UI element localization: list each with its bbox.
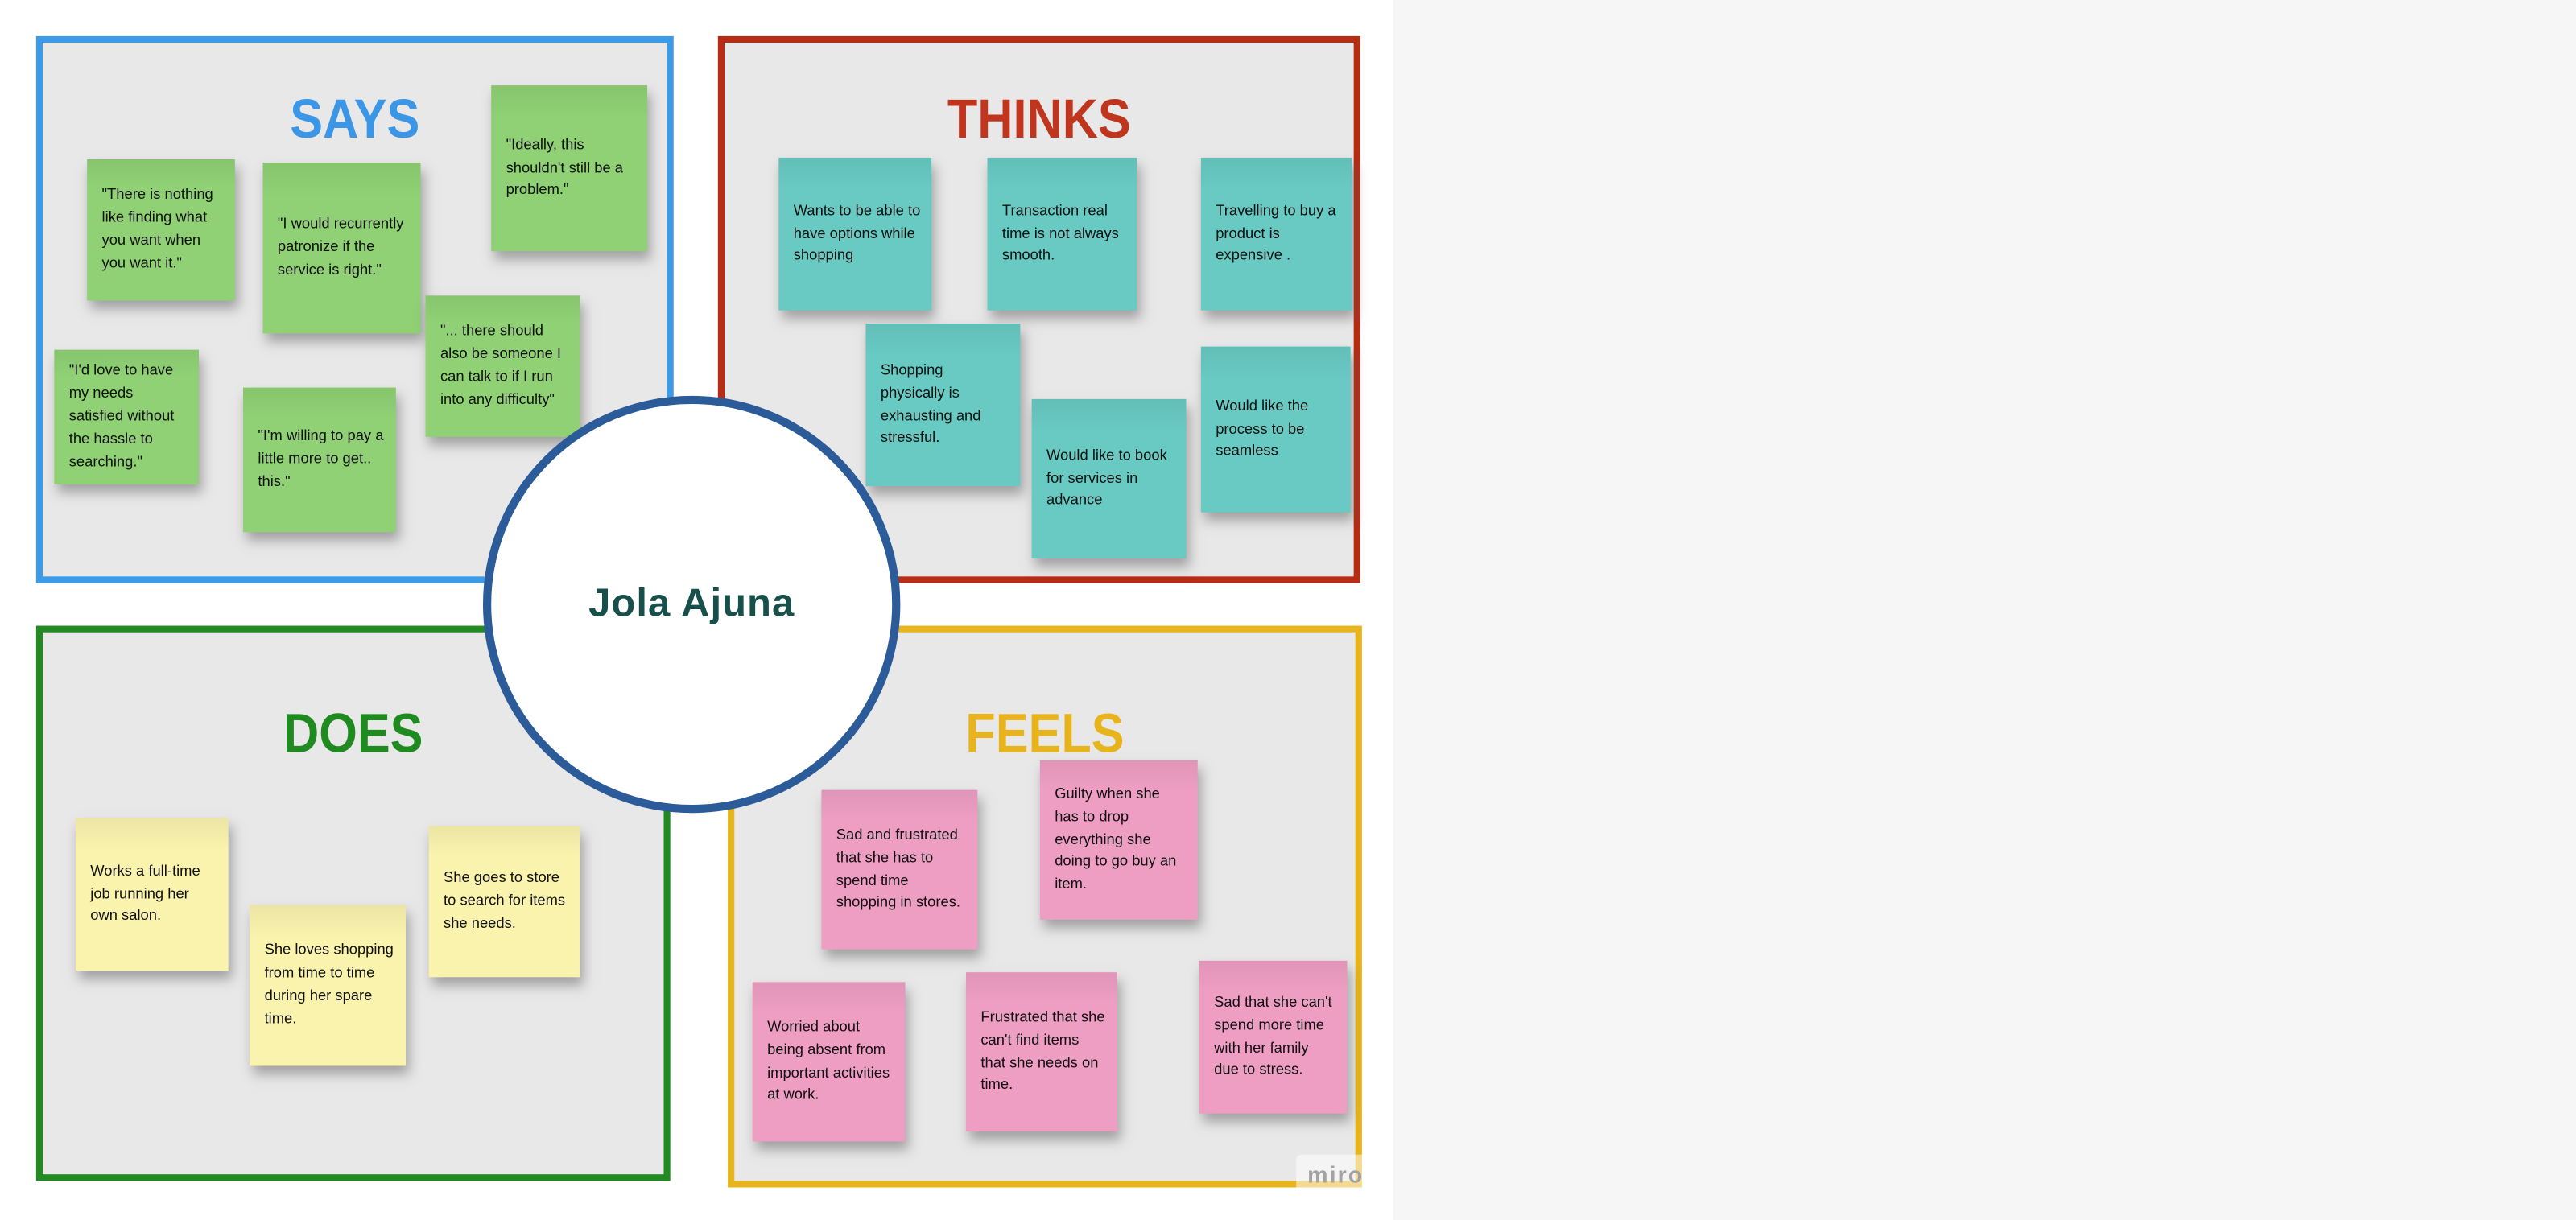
sticky-note-does-3[interactable]: She goes to store to search for items sh…: [428, 826, 580, 978]
sticky-note-says-2[interactable]: "I would recurrently patronize if the se…: [262, 163, 421, 334]
sticky-note-feels-2[interactable]: Guilty when she has to drop everything s…: [1039, 760, 1198, 920]
sticky-note-text: "I'm willing to pay a little more to get…: [258, 427, 384, 490]
sticky-note-says-6[interactable]: "I'm willing to pay a little more to get…: [243, 387, 396, 533]
sticky-note-text: "... there should also be someone I can …: [440, 322, 562, 407]
sticky-note-says-4[interactable]: "... there should also be someone I can …: [425, 295, 580, 437]
sticky-note-thinks-4[interactable]: Shopping physically is exhausting and st…: [865, 324, 1021, 487]
sticky-note-text: She goes to store to search for items sh…: [444, 868, 566, 932]
sticky-note-says-3[interactable]: "Ideally, this shouldn't still be a prob…: [491, 85, 648, 252]
sticky-note-thinks-3[interactable]: Travelling to buy a product is expensive…: [1200, 157, 1352, 311]
miro-watermark: miro: [1296, 1154, 1376, 1193]
sticky-note-text: "I would recurrently patronize if the se…: [277, 215, 404, 278]
sticky-note-text: Transaction real time is not always smoo…: [1001, 201, 1119, 264]
sticky-note-feels-1[interactable]: Sad and frustrated that she has to spend…: [821, 789, 978, 950]
sticky-note-text: Would like to book for services in advan…: [1046, 446, 1167, 509]
sticky-note-thinks-5[interactable]: Would like to book for services in advan…: [1031, 398, 1187, 558]
quadrant-says: SAYS "There is nothing like finding what…: [35, 35, 674, 583]
sticky-note-says-5[interactable]: "I'd love to have my needs satisfied wit…: [54, 349, 199, 485]
sticky-note-text: "There is nothing like finding what you …: [101, 185, 213, 271]
sticky-note-text: Shopping physically is exhausting and st…: [880, 361, 981, 446]
sticky-note-feels-3[interactable]: Worried about being absent from importan…: [752, 982, 906, 1142]
sticky-note-text: Sad that she can't spend more time with …: [1214, 992, 1332, 1078]
sticky-note-thinks-2[interactable]: Transaction real time is not always smoo…: [987, 157, 1137, 311]
sticky-note-feels-4[interactable]: Frustrated that she can't find items tha…: [966, 972, 1117, 1132]
sticky-note-thinks-1[interactable]: Wants to be able to have options while s…: [778, 157, 932, 311]
quadrant-says-title: SAYS: [290, 89, 420, 151]
sticky-note-says-1[interactable]: "There is nothing like finding what you …: [87, 159, 235, 301]
sticky-note-does-1[interactable]: Works a full-time job running her own sa…: [75, 818, 229, 971]
sticky-note-text: Sad and frustrated that she has to spend…: [836, 825, 960, 911]
sticky-note-text: Works a full-time job running her own sa…: [90, 861, 200, 924]
sticky-note-text: Wants to be able to have options while s…: [793, 201, 921, 264]
sticky-note-text: Frustrated that she can't find items tha…: [980, 1008, 1105, 1094]
sticky-note-text: Would like the process to be seamless: [1216, 397, 1309, 460]
sticky-note-text: "Ideally, this shouldn't still be a prob…: [506, 135, 624, 198]
sticky-note-thinks-6[interactable]: Would like the process to be seamless: [1200, 346, 1351, 513]
sticky-note-text: She loves shopping from time to time dur…: [264, 941, 394, 1027]
sticky-note-text: Guilty when she has to drop everything s…: [1055, 784, 1177, 892]
miro-watermark-text: miro: [1307, 1160, 1364, 1187]
sticky-note-text: "I'd love to have my needs satisfied wit…: [68, 361, 175, 470]
sticky-note-feels-5[interactable]: Sad that she can't spend more time with …: [1199, 960, 1348, 1114]
canvas-right-background: [1393, 0, 2576, 1220]
sticky-note-does-2[interactable]: She loves shopping from time to time dur…: [250, 905, 407, 1066]
quadrant-thinks: THINKS Wants to be able to have options …: [717, 35, 1360, 583]
quadrant-thinks-title: THINKS: [947, 89, 1131, 151]
sticky-note-text: Worried about being absent from importan…: [767, 1017, 890, 1103]
persona-circle[interactable]: Jola Ajuna: [483, 395, 901, 814]
quadrant-does: DOES Works a full-time job running her o…: [35, 625, 671, 1181]
quadrant-feels-title: FEELS: [965, 704, 1125, 765]
quadrant-does-title: DOES: [283, 704, 423, 765]
persona-name: Jola Ajuna: [588, 581, 795, 626]
sticky-note-text: Travelling to buy a product is expensive…: [1216, 201, 1336, 264]
